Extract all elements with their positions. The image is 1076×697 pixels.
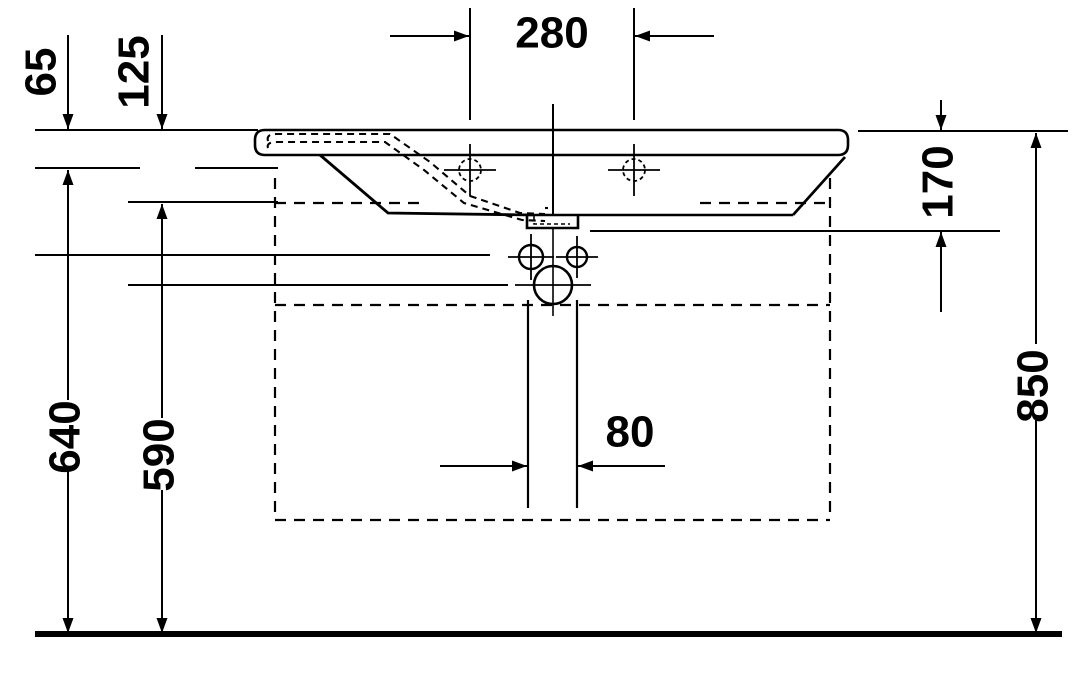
- dimension-label-850: 850: [1009, 349, 1058, 422]
- dimension-280-group: 280: [390, 8, 714, 120]
- dimension-label-280: 280: [515, 9, 588, 58]
- dimension-label-65: 65: [17, 48, 66, 97]
- dimension-label-640: 640: [41, 400, 90, 473]
- basin-rim-outline: [253, 128, 850, 157]
- bowl-hidden-outline: [266, 132, 546, 216]
- tap-holes-group: [444, 144, 660, 196]
- bowl-hidden-outline-2: [266, 140, 546, 223]
- basin-right-slope: [791, 156, 847, 216]
- basin-outline-group: [253, 128, 850, 230]
- dimension-label-170: 170: [914, 145, 963, 218]
- dimension-80-group: 80: [440, 408, 665, 472]
- extension-lines-group: [35, 129, 1068, 286]
- dimension-850-group: 850: [1009, 133, 1058, 633]
- waste-pipe-group: [526, 300, 579, 508]
- waste-assembly-group: [508, 234, 598, 306]
- dimension-label-80: 80: [606, 408, 655, 457]
- dimension-label-590: 590: [135, 418, 184, 491]
- dimension-590-group: 590: [135, 204, 184, 633]
- dimension-65-group: 65: [17, 35, 74, 129]
- dimension-label-125: 125: [110, 35, 159, 108]
- dimension-640-group: 640: [41, 170, 90, 633]
- waste-boss-hidden: [533, 216, 570, 225]
- basin-left-slope: [319, 153, 534, 217]
- dimension-125-group: 125: [110, 35, 168, 129]
- cabinet-envelope-group: [273, 178, 832, 522]
- dimension-170-group: 170: [914, 100, 963, 312]
